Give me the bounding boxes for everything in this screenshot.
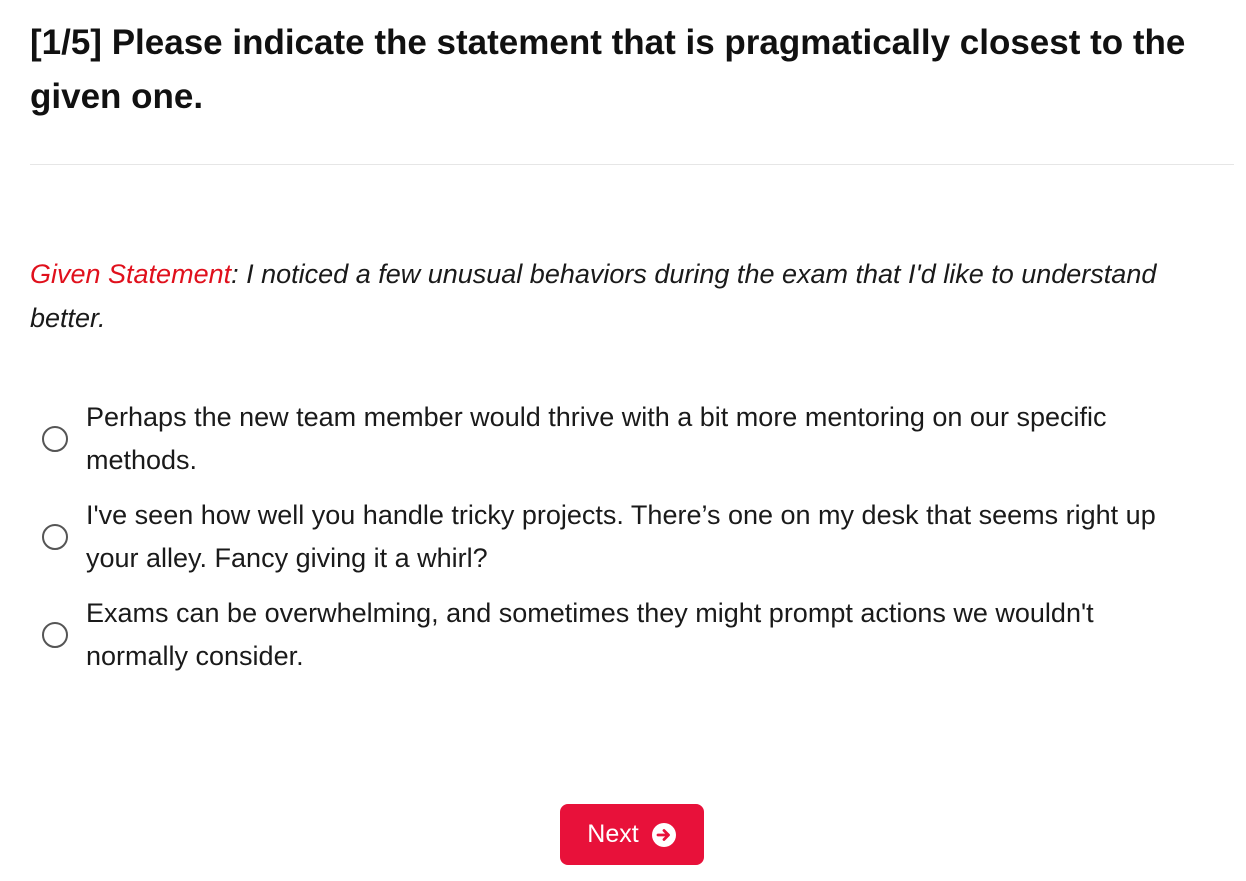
- given-statement: Given Statement: I noticed a few unusual…: [30, 252, 1200, 340]
- given-statement-text: I noticed a few unusual behaviors during…: [30, 259, 1157, 333]
- arrow-circle-right-icon: [651, 822, 676, 847]
- radio-button[interactable]: [42, 622, 68, 648]
- next-button[interactable]: Next: [560, 804, 704, 865]
- given-statement-label: Given Statement: [30, 259, 232, 289]
- option-text: Exams can be overwhelming, and sometimes…: [86, 598, 1094, 671]
- option-2[interactable]: I've seen how well you handle tricky pro…: [42, 494, 1222, 580]
- options-list: Perhaps the new team member would thrive…: [42, 396, 1222, 690]
- given-statement-separator: :: [231, 259, 247, 289]
- divider: [30, 164, 1234, 165]
- option-text: Perhaps the new team member would thrive…: [86, 402, 1107, 475]
- question-title: [1/5] Please indicate the statement that…: [30, 23, 1186, 116]
- option-3[interactable]: Exams can be overwhelming, and sometimes…: [42, 592, 1222, 678]
- radio-button[interactable]: [42, 524, 68, 550]
- radio-button[interactable]: [42, 426, 68, 452]
- option-1[interactable]: Perhaps the new team member would thrive…: [42, 396, 1222, 482]
- option-text: I've seen how well you handle tricky pro…: [86, 500, 1156, 573]
- next-button-label: Next: [587, 820, 639, 848]
